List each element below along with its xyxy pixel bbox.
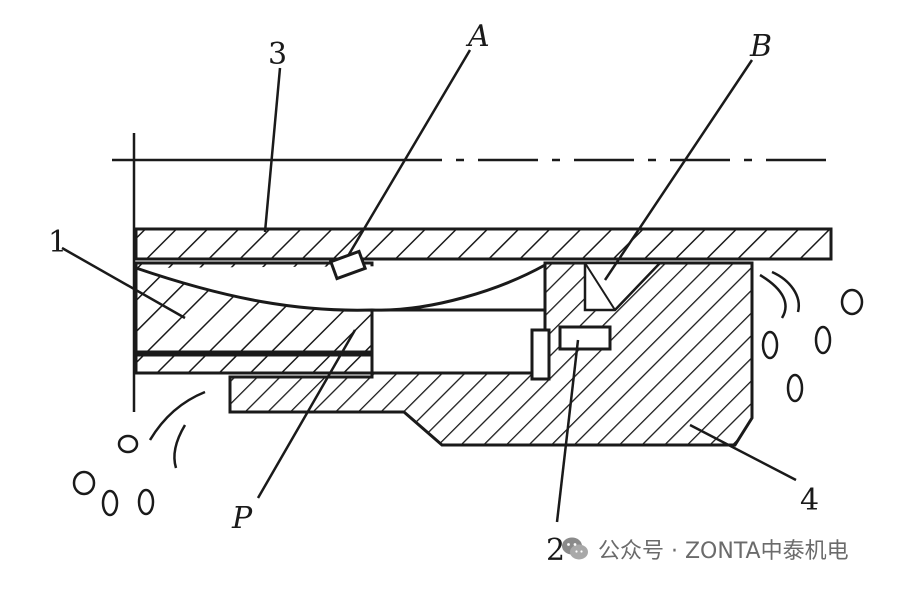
- leader-4: [689, 423, 797, 482]
- label-part-1: 1: [48, 225, 67, 260]
- oil-drops-left: [148, 390, 206, 441]
- forming-curve: [135, 263, 546, 312]
- watermark: 公众号 · ZONTA中泰机电: [560, 533, 849, 565]
- leader-2: [555, 339, 580, 523]
- part-2-pin: [558, 325, 612, 351]
- label-point-p: P: [231, 501, 253, 536]
- point-a-block: [328, 249, 368, 281]
- label-part-4: 4: [800, 483, 819, 518]
- leader-3: [263, 67, 282, 233]
- leader-p: [256, 329, 357, 499]
- label-part-2: 2: [546, 533, 565, 568]
- section-body: [61, 49, 900, 523]
- die-cavity: [370, 308, 547, 375]
- oil-drops-right: [759, 273, 787, 319]
- label-point-a: A: [465, 19, 490, 54]
- leader-1: [61, 246, 186, 320]
- leader-a: [346, 49, 472, 257]
- part-3-tube: [134, 227, 833, 261]
- label-point-b: B: [749, 29, 772, 64]
- part-2-slot: [530, 328, 551, 381]
- watermark-text: 公众号 · ZONTA中泰机电: [598, 539, 849, 564]
- wechat-icon: [562, 537, 588, 560]
- leader-b: [603, 59, 754, 281]
- label-part-3: 3: [268, 37, 287, 72]
